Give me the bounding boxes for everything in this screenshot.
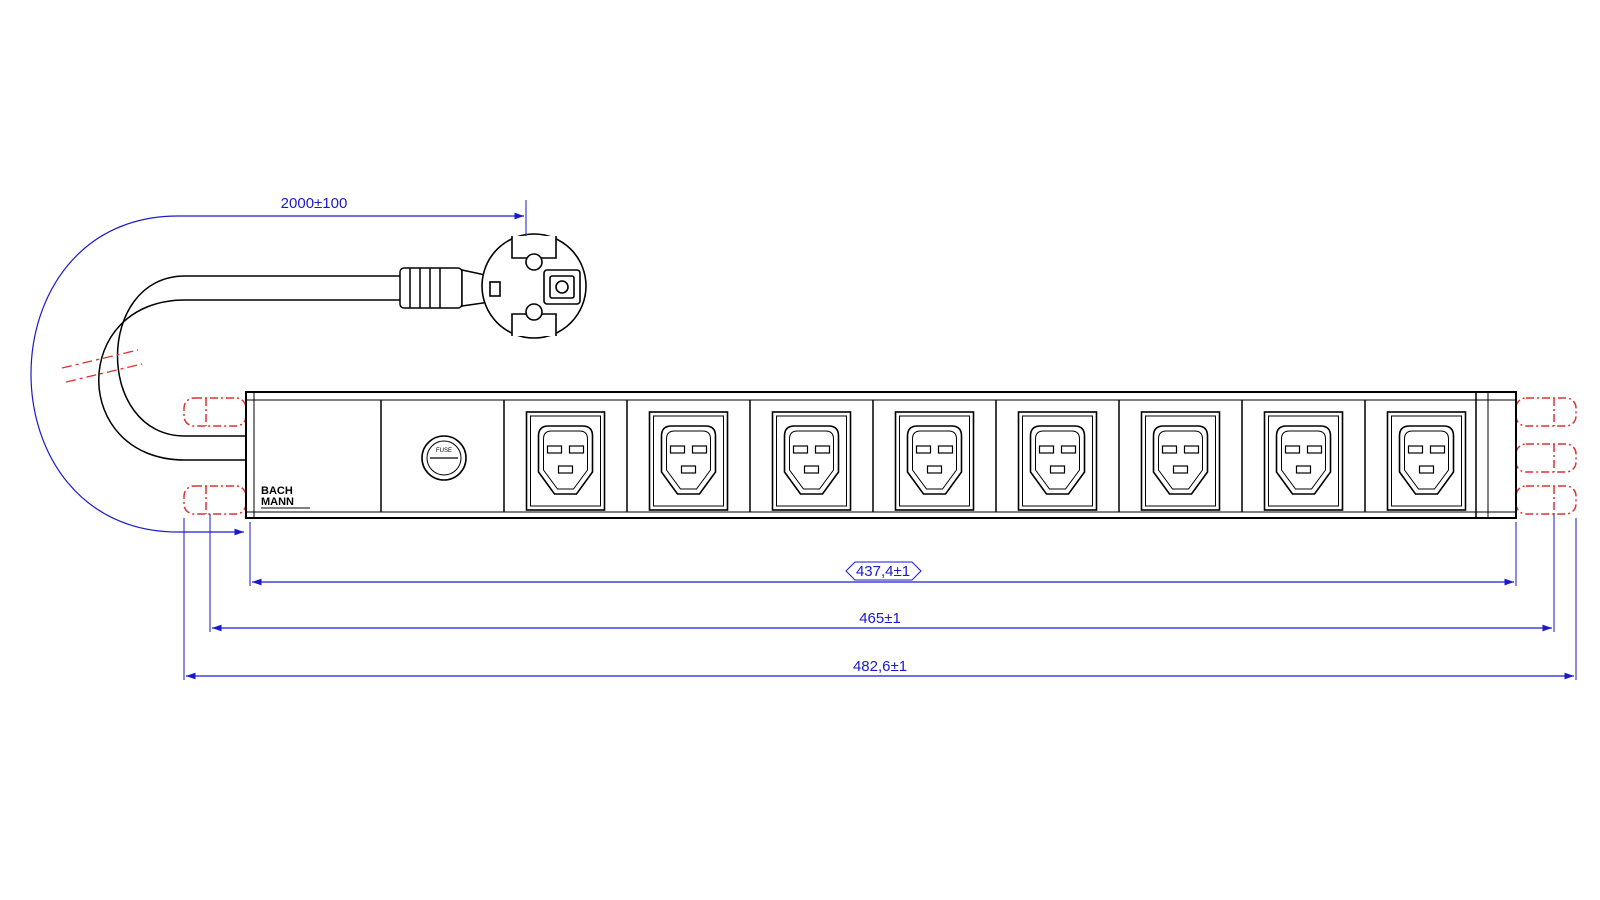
c13-outlets: [525, 411, 1467, 511]
body-length-label: 437,4±1: [856, 563, 910, 580]
c13-outlet: [1140, 411, 1221, 511]
strain-relief: [399, 267, 491, 309]
c13-outlet: [525, 411, 606, 511]
cable-break-marks: [61, 349, 143, 383]
overall-width-dimension: 482,6±1: [186, 658, 1574, 680]
overall-width-label: 482,6±1: [853, 658, 907, 675]
schuko-plug: [481, 233, 587, 339]
c13-outlet: [894, 411, 975, 511]
cable-length-label: 2000±100: [281, 195, 348, 212]
brand-line-2: MANN: [261, 496, 294, 508]
c13-outlet: [1386, 411, 1467, 511]
mount-spacing-label: 465±1: [859, 610, 901, 627]
power-cable: [98, 275, 400, 461]
c13-outlet: [648, 411, 729, 511]
c13-outlet: [1017, 411, 1098, 511]
c13-outlet: [1263, 411, 1344, 511]
left-mounting-bracket: [183, 397, 247, 515]
mount-spacing-dimension: 465±1: [212, 610, 1552, 632]
cable-length-dimension: 2000±100: [30, 195, 524, 536]
fuse-holder: FUSE: [421, 435, 467, 481]
fuse-label: FUSE: [436, 448, 452, 454]
right-mounting-bracket: [1515, 397, 1577, 515]
c13-outlet: [771, 411, 852, 511]
body-length-dimension: 437,4±1: [252, 561, 1514, 586]
